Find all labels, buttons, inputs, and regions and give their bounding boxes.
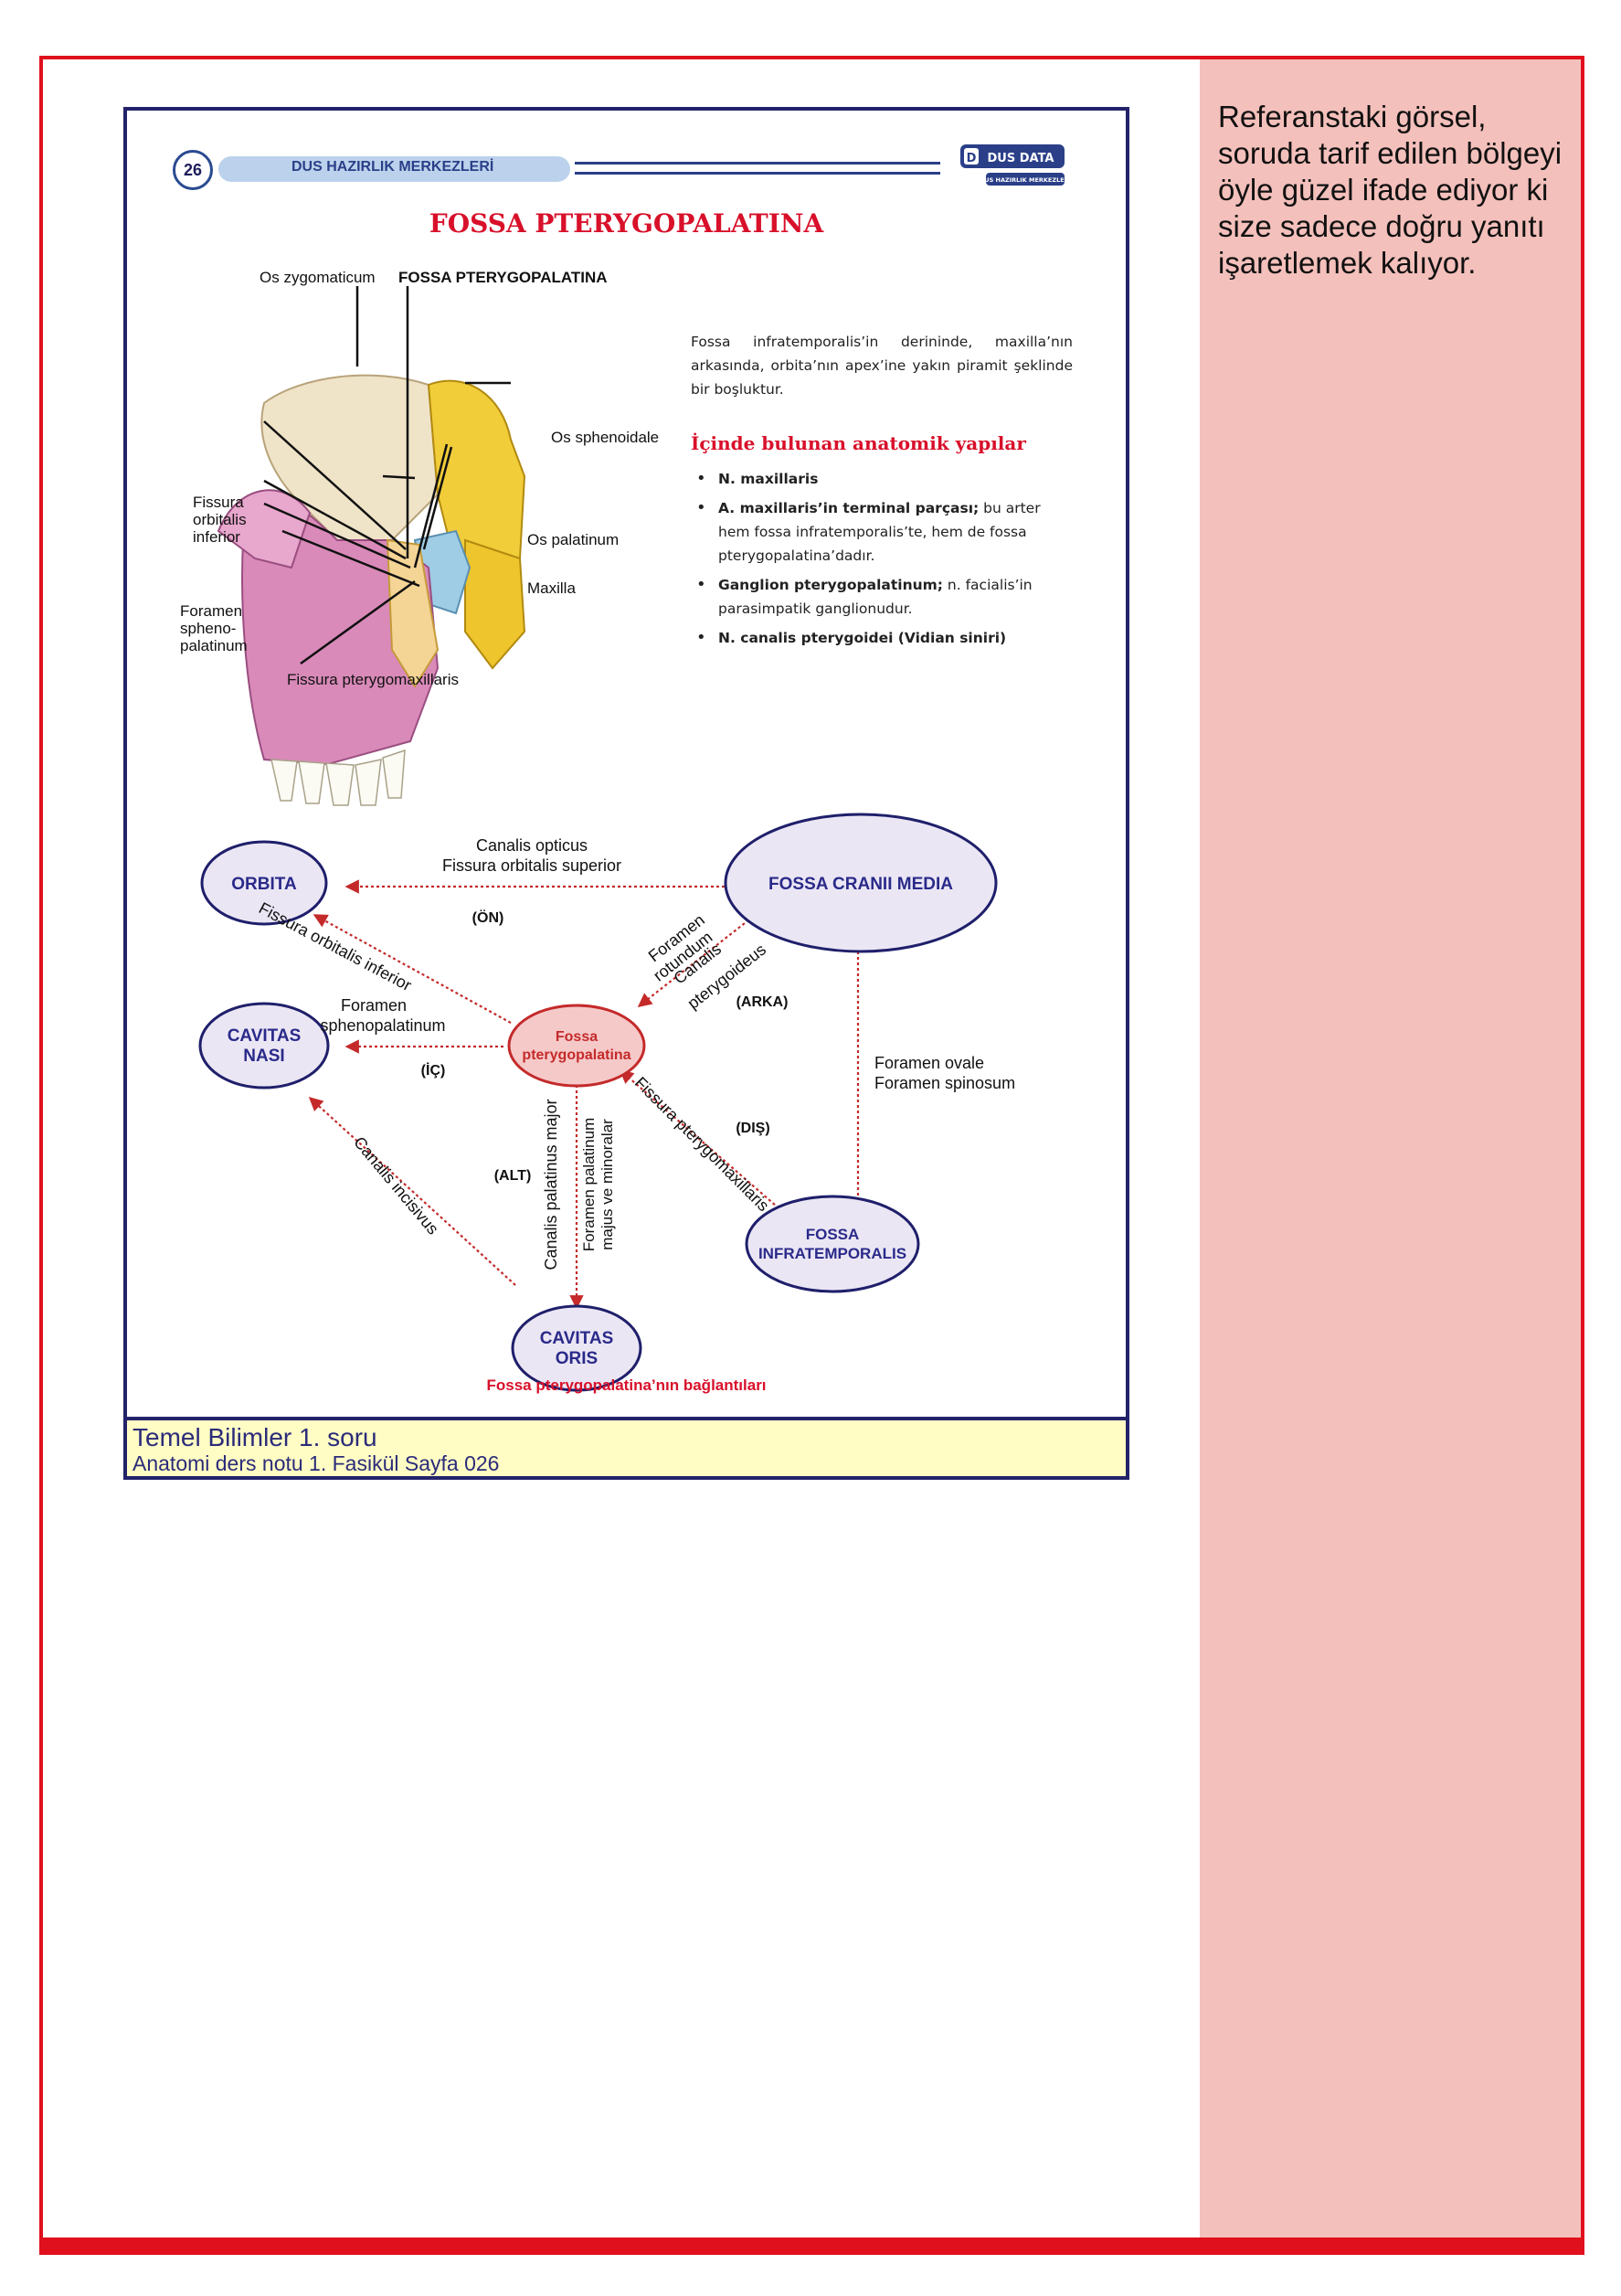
edge-label-foramen-spinosum: Foramen spinosum xyxy=(874,1074,1015,1092)
sphenoid-lower xyxy=(464,538,526,670)
label-maxilla: Maxilla xyxy=(527,579,576,597)
header-rule xyxy=(575,162,940,175)
node-fossa-label-1: Fossa xyxy=(556,1029,598,1045)
structure-item: N. canalis pterygoidei (Vidian siniri) xyxy=(691,626,1075,650)
edge-label-foramen-ovale: Foramen ovale xyxy=(874,1054,984,1072)
edge-label-foramen-sphenopalatinum-1: Foramen xyxy=(341,996,407,1015)
node-cranii-label: FOSSA CRANII MEDIA xyxy=(768,875,953,894)
page-title: FOSSA PTERYGOPALATINA xyxy=(429,208,824,239)
bottom-band xyxy=(43,2238,1581,2251)
node-nasi-label-1: CAVITAS xyxy=(228,1026,302,1046)
node-fossa-label-2: pterygopalatina xyxy=(522,1047,630,1063)
edge-fossa-orbita xyxy=(313,914,512,1024)
label-os-palatinum: Os palatinum xyxy=(527,531,620,548)
logo-text: DUS DATA xyxy=(988,152,1054,165)
source-subtitle: Anatomi ders notu 1. Fasikül Sayfa 026 xyxy=(132,1451,500,1475)
label-fossa-pterygopalatina: FOSSA PTERYGOPALATINA xyxy=(398,269,608,286)
node-infra-label-2: INFRATEMPORALIS xyxy=(758,1245,906,1262)
side-panel xyxy=(1200,59,1581,2238)
edge-label-ic: (İÇ) xyxy=(421,1062,446,1079)
header-title: DUS HAZIRLIK MERKEZLERİ xyxy=(291,159,494,175)
structure-item: N. maxillaris xyxy=(691,467,1075,491)
label-foramen-sphenopalatinum: Foramen spheno- palatinum xyxy=(180,602,248,654)
node-fossa-cranii-media xyxy=(724,813,998,953)
edge-label-dis: (DIŞ) xyxy=(736,1121,769,1136)
palatine-bone xyxy=(386,538,440,688)
node-orbita xyxy=(200,840,328,926)
node-cavitas-oris xyxy=(511,1304,642,1392)
node-oris-label-1: CAVITAS xyxy=(540,1329,614,1348)
label-os-sphenoidale: Os sphenoidale xyxy=(551,429,660,446)
node-fossa-infratemporalis xyxy=(745,1195,920,1293)
structure-item: Ganglion pterygopalatinum; n. facialis’i… xyxy=(691,573,1075,621)
svg-text:D: D xyxy=(967,152,977,165)
book-page-image: 26 DUS HAZIRLIK MERKEZLERİ D DUS DATA DU… xyxy=(123,107,1129,1480)
edge-label-fissura-pterygomaxillaris: Fissura pterygomaxillaris xyxy=(631,1073,773,1215)
side-note: Referanstaki görsel, soruda tarif edilen… xyxy=(1218,100,1563,280)
edge-label-canalis-opticus: Canalis opticus xyxy=(476,836,588,855)
label-fissura-pterygomaxillaris: Fissura pterygomaxillaris xyxy=(287,671,459,688)
structures-list: N. maxillaris A. maxillaris’in terminal … xyxy=(691,467,1075,655)
edge-label-on: (ÖN) xyxy=(472,909,504,926)
node-orbita-label: ORBITA xyxy=(231,875,297,894)
edge-oris-nasi xyxy=(308,1096,516,1286)
connections-diagram: ORBITA CAVITAS NASI Fossa pterygopalatin… xyxy=(198,813,1015,1392)
node-infra-label-1: FOSSA xyxy=(806,1226,860,1243)
page-frame xyxy=(39,56,1584,2255)
structures-heading: İçinde bulunan anatomik yapılar xyxy=(691,432,1026,454)
node-cavitas-nasi xyxy=(198,1002,330,1090)
header-bar xyxy=(218,156,570,182)
diagram-caption: Fossa pterygopalatina’nın bağlantıları xyxy=(486,1377,767,1394)
teeth xyxy=(270,749,406,806)
edge-label-foramen-palatinum-2: majus ve minoralar xyxy=(599,1119,616,1250)
logo-subtext: DUS HAZIRLIK MERKEZLERİ xyxy=(980,175,1066,184)
edge-label-canalis-incisivus: Canalis incisivus xyxy=(350,1133,442,1238)
node-nasi-label-2: NASI xyxy=(243,1047,284,1066)
intro-paragraph: Fossa infratemporalis’in derininde, maxi… xyxy=(691,334,1073,398)
dusdata-logo: D DUS DATA DUS HAZIRLIK MERKEZLERİ xyxy=(960,144,1066,186)
edge-label-fissura-orbitalis-inferior: Fissura orbitalis inferior xyxy=(256,898,415,994)
edge-label-fissura-orbitalis-superior: Fissura orbitalis superior xyxy=(442,856,621,875)
label-os-zygomaticum: Os zygomaticum xyxy=(260,269,376,286)
edge-label-canalis-palatinus-major: Canalis palatinus major xyxy=(542,1099,560,1270)
edge-label-arka: (ARKA) xyxy=(736,994,789,1010)
edge-label-alt: (ALT) xyxy=(494,1168,532,1184)
edge-label-foramen-sphenopalatinum-2: sphenopalatinum xyxy=(320,1016,445,1035)
node-fossa-pterygopalatina xyxy=(507,1004,646,1088)
label-fissura-orbitalis-inferior: Fissura orbitalis inferior xyxy=(193,494,247,546)
structure-item: A. maxillaris’in terminal parçası; bu ar… xyxy=(691,496,1075,568)
node-oris-label-2: ORIS xyxy=(556,1349,598,1368)
page-number: 26 xyxy=(173,150,213,190)
edge-label-foramen-palatinum-1: Foramen palatinum xyxy=(580,1118,598,1251)
source-title: Temel Bilimler 1. soru xyxy=(132,1423,377,1451)
skull-illustration xyxy=(217,286,526,806)
zygomatic-arch xyxy=(217,489,312,569)
source-caption-box: Temel Bilimler 1. soru Anatomi ders notu… xyxy=(127,1417,1126,1476)
